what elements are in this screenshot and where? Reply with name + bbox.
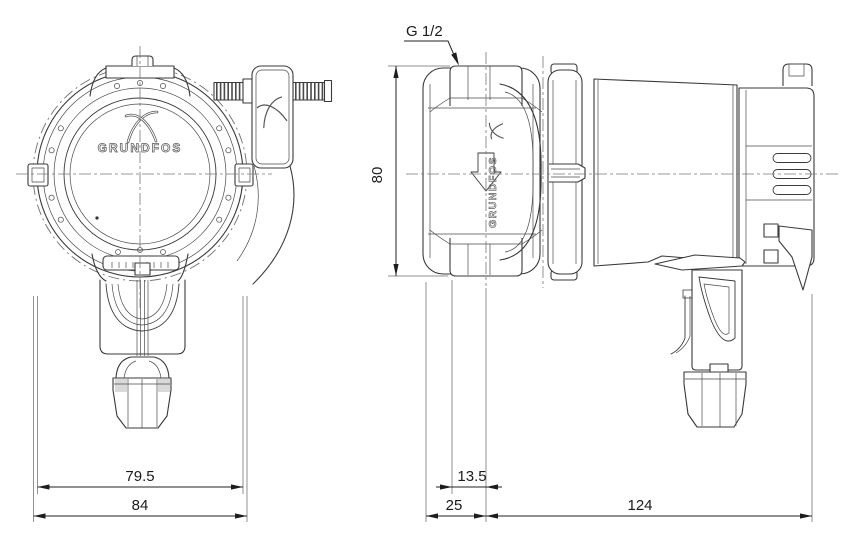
front-brand: GRUNDFOS <box>97 110 183 155</box>
latch <box>670 289 693 355</box>
bottom-mounting-tab <box>91 253 189 282</box>
dim-offset: 13.5 <box>436 468 502 490</box>
front-view: GRUNDFOS <box>16 46 333 429</box>
cap-tab-upper <box>763 223 779 238</box>
left-clamp-tab <box>27 163 49 187</box>
dim-label-124: 124 <box>627 497 652 514</box>
grundfos-swoosh-icon <box>124 110 159 144</box>
side-connector <box>654 254 747 428</box>
dim-label-84: 84 <box>132 497 149 514</box>
volute-outline <box>236 165 295 285</box>
side-brand-text: GRUNDFOS <box>487 156 499 228</box>
top-connector-bump <box>782 63 813 86</box>
grundfos-swoosh-icon <box>256 96 288 129</box>
dim-label-79-5: 79.5 <box>125 468 154 485</box>
motor-body <box>593 78 738 267</box>
side-view: GRUNDFOS <box>406 52 838 428</box>
leader-arrow <box>451 52 459 66</box>
extension-lines <box>33 65 813 522</box>
mounting-flap <box>778 225 813 291</box>
volute-bracket <box>499 83 542 261</box>
cable-gland-front <box>112 377 172 429</box>
right-clamp-tab <box>234 163 254 187</box>
vent-dot <box>95 216 99 220</box>
thread-callout: G 1/2 <box>404 23 459 66</box>
dim-label-13-5: 13.5 <box>457 468 486 485</box>
dim-width-inner: 79.5 <box>37 468 243 490</box>
front-connector <box>99 279 186 429</box>
clamp-clip <box>549 163 586 183</box>
drain-spout <box>654 254 746 271</box>
dimensions: 79.5 84 80 13.5 25 <box>33 23 813 522</box>
dim-inlet-depth: 25 <box>426 497 486 519</box>
cable-gland-side <box>683 371 747 428</box>
gland-shoulder <box>115 356 170 379</box>
clamp-ring <box>547 63 586 281</box>
thread-label: G 1/2 <box>406 23 443 40</box>
dim-length: 124 <box>486 497 812 519</box>
terminal-box-front <box>251 65 294 169</box>
grundfos-swoosh-icon <box>488 122 504 140</box>
dim-label-80: 80 <box>369 167 386 184</box>
dim-width-outer: 84 <box>33 497 247 519</box>
cap-tab-lower <box>763 249 779 264</box>
end-cap <box>738 63 815 291</box>
dim-height: 80 <box>369 66 399 276</box>
setting-rod <box>213 78 333 104</box>
front-brand-text: GRUNDFOS <box>98 141 183 155</box>
ring-holes <box>48 80 232 255</box>
dim-label-25: 25 <box>446 497 463 514</box>
